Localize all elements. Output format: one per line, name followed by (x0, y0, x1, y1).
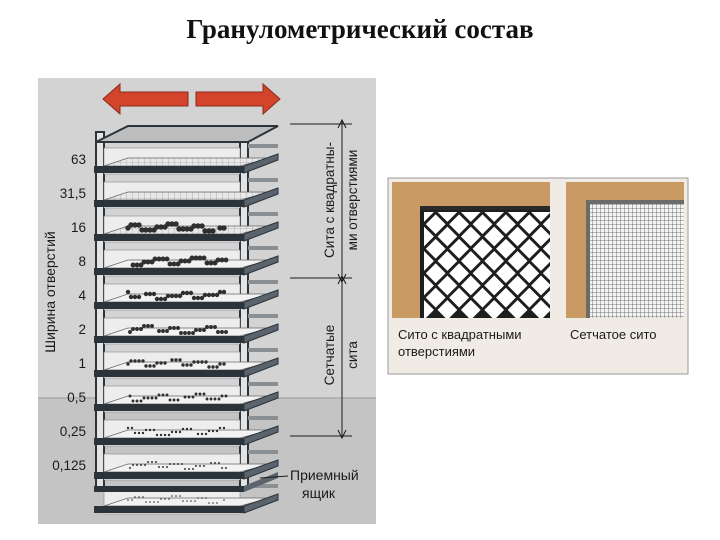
sieve-size-label: 63 (71, 152, 86, 167)
sieve-size-label: 2 (78, 322, 86, 337)
sieve-hole (542, 266, 550, 281)
square-sieve-caption-line2: отверстиями (398, 344, 476, 359)
sieve-tray (94, 280, 279, 311)
sieve-hole (496, 238, 516, 259)
sieve-tray (94, 144, 279, 175)
sieve-size-label: 0,5 (67, 390, 86, 405)
sieve-hole (531, 226, 550, 247)
mesh-sieve-caption: Сетчатое сито (570, 327, 657, 342)
sieve-hole (519, 238, 540, 259)
sieve-hole (449, 238, 469, 259)
sieve-hole (531, 251, 550, 271)
sieve-hole (460, 212, 481, 222)
sieve-hole (507, 226, 528, 247)
sieve-hole (531, 212, 550, 222)
sieve-hole (496, 263, 516, 284)
sieve-tray (94, 178, 279, 209)
receiver-label-line1: Приемный (290, 467, 359, 483)
sieve-tray (94, 450, 279, 481)
sieve-hole (424, 226, 434, 247)
sieve-hole (484, 212, 505, 222)
sieve-hole (507, 251, 528, 271)
sieve-tray (94, 348, 279, 379)
sieve-hole (425, 214, 446, 235)
sieve-detail-panel (387, 177, 689, 375)
sieve-tray (94, 212, 279, 243)
sieve-hole (424, 275, 434, 296)
sieve-hole (484, 300, 505, 318)
stack-base (94, 486, 244, 492)
sieve-size-label: 16 (71, 220, 86, 235)
sieve-hole (484, 226, 505, 247)
sieve-hole (437, 251, 458, 271)
sieve-hole (437, 275, 458, 296)
sieve-size-label: 4 (78, 288, 86, 303)
sieve-hole (484, 251, 505, 271)
sieve-hole (472, 214, 493, 235)
sieve-size-label: 1 (78, 356, 86, 371)
sieve-hole (519, 287, 540, 308)
sieve-size-label: 0,125 (52, 458, 86, 473)
sieve-hole (449, 287, 469, 308)
sieve-hole (437, 212, 458, 222)
sieve-hole (460, 226, 481, 247)
sieve-hole (531, 275, 550, 296)
sieve-hole (542, 290, 550, 305)
opening-width-label: Ширина отверстий (42, 231, 58, 352)
sieve-hole (542, 217, 550, 232)
sieve-stack (94, 125, 279, 515)
receiver-label-line2: ящик (302, 485, 336, 501)
sieve-tray (94, 382, 279, 413)
sieve-hole (542, 241, 550, 256)
sieve-hole (424, 251, 434, 271)
sieve-hole (496, 287, 516, 308)
sieve-size-label: 0,25 (60, 424, 86, 439)
page-title: Гранулометрический состав (186, 14, 534, 44)
arrow-right-icon (195, 82, 281, 116)
sieve-hole (437, 300, 458, 318)
sieve-tray (94, 314, 279, 345)
sieve-hole (472, 287, 493, 308)
sieve-hole (460, 275, 481, 296)
sieve-hole (519, 263, 540, 284)
square-hole-sieve-image (392, 182, 550, 318)
sieve-hole (424, 300, 434, 318)
sieve-size-label: 8 (78, 254, 86, 269)
sieve-size-labels: 63 31,5 16 8 4 2 1 0,5 0,25 0,125 (52, 152, 86, 473)
sieve-hole (425, 238, 446, 259)
sieve-hole (425, 287, 446, 308)
sieve-brackets (290, 118, 352, 440)
sieve-hole (507, 275, 528, 296)
sieve-hole (425, 263, 446, 284)
receiver-tray (94, 484, 279, 515)
sieve-hole (507, 212, 528, 222)
shake-arrows (102, 82, 281, 116)
arrow-left-icon (102, 82, 189, 116)
square-sieve-caption-line1: Сито с квадратными (398, 327, 522, 342)
sieve-hole (519, 214, 540, 235)
sieve-hole (460, 251, 481, 271)
sieve-hole (531, 300, 550, 318)
sieve-hole (472, 238, 493, 259)
sieve-hole (460, 300, 481, 318)
sieve-tray (94, 246, 279, 277)
square-sieve-caption: Сито с квадратными отверстиями (398, 326, 522, 360)
mesh-sieves-label-line1: Сетчатые (322, 325, 337, 386)
sieve-hole (449, 214, 469, 235)
sieve-hole (424, 212, 434, 222)
sieve-tray (94, 416, 279, 447)
sieve-hole (437, 226, 458, 247)
sieve-hole (484, 275, 505, 296)
mesh-sieves-label-line2: сита (345, 341, 360, 369)
sieve-hole (507, 300, 528, 318)
square-sieves-label-line2: ми отверстиями (345, 150, 360, 251)
sieve-hole (472, 263, 493, 284)
square-sieves-label-line1: Сита с квадратны- (322, 142, 337, 258)
sieve-hole (449, 263, 469, 284)
mesh-sieve-image (566, 182, 684, 318)
sieve-hole (496, 214, 516, 235)
sieve-size-label: 31,5 (60, 186, 86, 201)
